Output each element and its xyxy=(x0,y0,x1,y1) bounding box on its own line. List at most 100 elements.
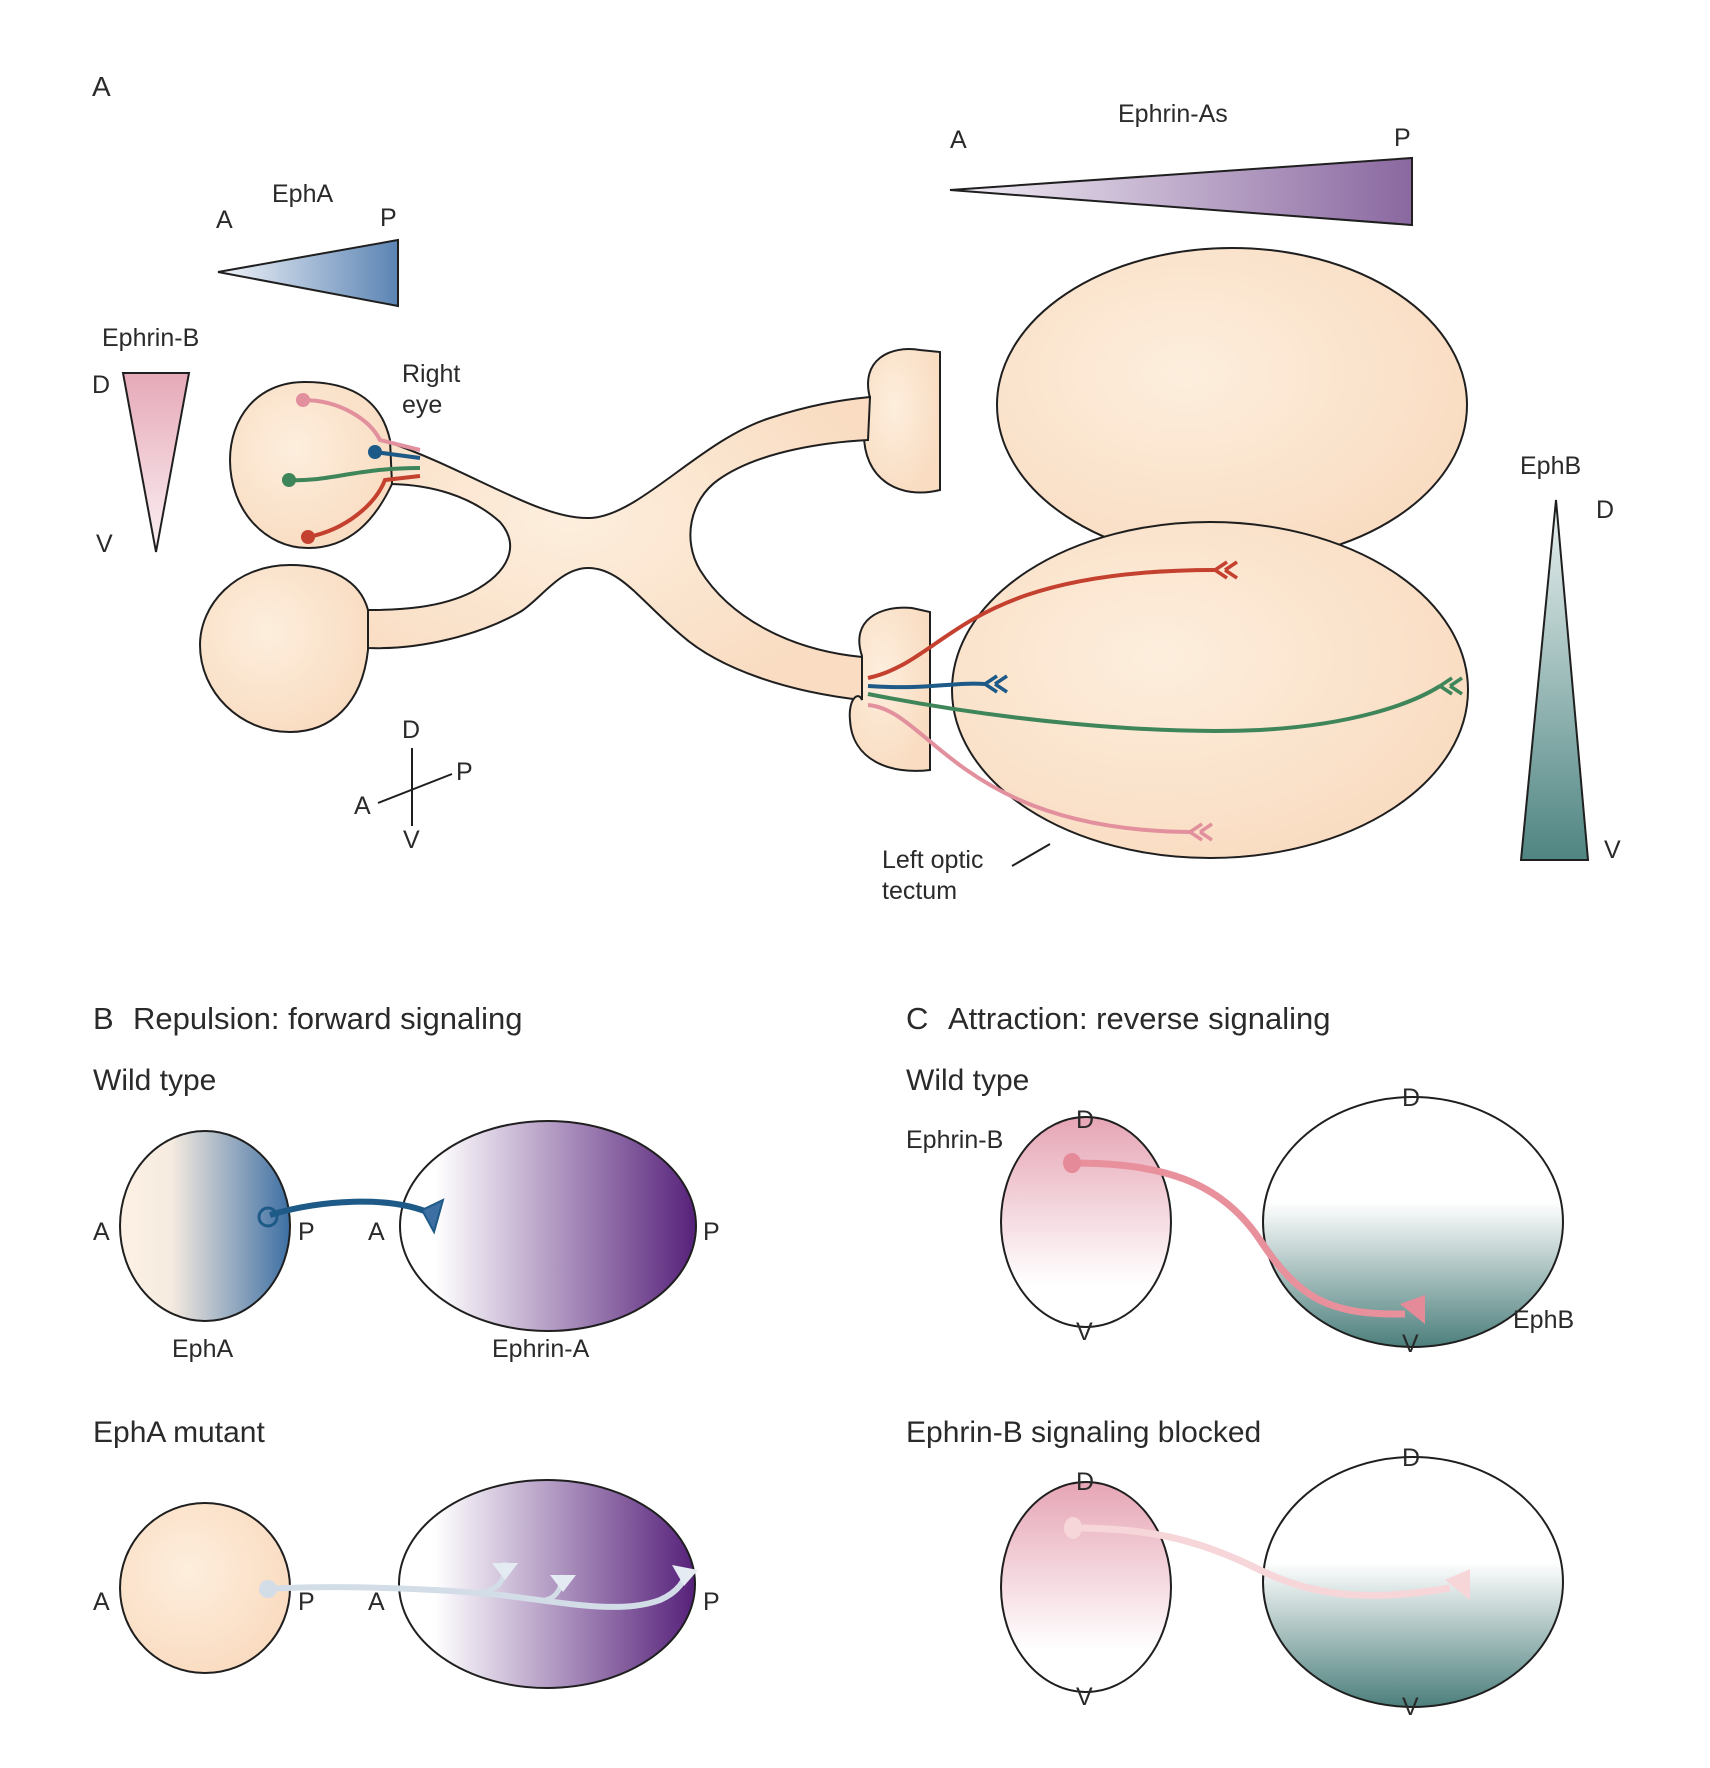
ephb-bottom: V xyxy=(1604,836,1621,864)
epha-gradient: EphA A P xyxy=(216,180,399,308)
c-bl-tectum-bottom: V xyxy=(1402,1693,1419,1721)
mutant-axon xyxy=(267,1569,689,1610)
optic-chiasm xyxy=(367,395,872,702)
epha-gradient-title: EphA xyxy=(272,180,333,208)
c-wt-tectum-top: D xyxy=(1402,1084,1420,1112)
c-wt-retina-bottom: V xyxy=(1076,1318,1093,1346)
c-bl-retina-bottom: V xyxy=(1076,1683,1093,1711)
c-wt-retina-caption: Ephrin-B xyxy=(906,1126,1003,1154)
ventral-axon-tectum xyxy=(867,568,1216,680)
ephrin-b-top: D xyxy=(92,371,110,399)
b-mut-retina-right: P xyxy=(298,1588,315,1616)
orientation-compass: D V A P xyxy=(354,716,473,854)
compass-d: D xyxy=(402,716,420,744)
right-eye-label-line2: eye xyxy=(402,391,442,419)
ephrin-as-title: Ephrin-As xyxy=(1118,100,1228,128)
ventral-axon-retina xyxy=(307,474,421,539)
right-optic-tectum xyxy=(996,247,1468,563)
left-eye xyxy=(198,563,369,734)
wildtype-reverse-axon xyxy=(1071,1159,1406,1318)
temporal-axon-retina xyxy=(288,466,421,483)
b-wt-tectum-left: A xyxy=(368,1218,385,1246)
ephb-top: D xyxy=(1596,496,1614,524)
c-wt-retina-top: D xyxy=(1076,1106,1094,1134)
wildtype-growth-cone-icon xyxy=(420,1198,445,1235)
panel-b-title: Repulsion: forward signaling xyxy=(133,1001,522,1036)
temporal-axon-terminal-icon xyxy=(1439,676,1463,696)
upper-tectum-bulb xyxy=(862,348,941,494)
c-bl-retina-top: D xyxy=(1076,1468,1094,1496)
epha-gradient-right: P xyxy=(380,204,397,232)
left-optic-tectum xyxy=(951,521,1469,859)
panel-b-mutant-label: EphA mutant xyxy=(93,1416,265,1449)
compass-p: P xyxy=(456,758,473,786)
temporal-axon-soma xyxy=(282,473,296,487)
dorsal-axon-retina xyxy=(302,398,421,452)
b-wt-retina-caption: EphA xyxy=(172,1335,233,1363)
panel-c-blocked-label: Ephrin-B signaling blocked xyxy=(906,1416,1261,1449)
wildtype-axon-soma xyxy=(257,1206,279,1228)
panel-c-wildtype: D V Ephrin-B D V EphB xyxy=(906,1084,1574,1358)
ephrin-as-left: A xyxy=(950,126,967,154)
nasal-axon-soma xyxy=(368,445,382,459)
wildtype-axon xyxy=(269,1198,434,1218)
nasal-axon-tectum xyxy=(867,681,986,690)
ephb-gradient: EphB D V xyxy=(1519,452,1621,864)
retina-ephrin-b xyxy=(1000,1116,1172,1328)
retina-epha xyxy=(119,1130,291,1322)
panel-b-wildtype-label: Wild type xyxy=(93,1064,216,1097)
panel-a-letter: A xyxy=(92,71,111,102)
panel-b-mutant: A P A P xyxy=(93,1479,720,1689)
retina-ephrin-b-blocked xyxy=(1000,1481,1172,1693)
b-wt-tectum-caption: Ephrin-A xyxy=(492,1335,590,1363)
c-bl-tectum-top: D xyxy=(1402,1444,1420,1472)
ephrin-b-gradient: Ephrin-B D V xyxy=(92,324,199,558)
tectum-ephrin-a xyxy=(399,1120,697,1332)
blocked-reverse-axon xyxy=(1072,1524,1451,1599)
nasal-axon-terminal-icon xyxy=(984,674,1008,694)
nasal-axon-retina xyxy=(374,450,421,460)
mutant-growth-cone-3-icon xyxy=(672,1565,698,1586)
b-wt-tectum-right: P xyxy=(703,1218,720,1246)
right-eye-label-line1: Right xyxy=(402,360,460,388)
mutant-growth-cone-1-icon xyxy=(492,1563,518,1580)
c-wt-tectum-bottom: V xyxy=(1402,1330,1419,1358)
ventral-axon-soma xyxy=(301,530,315,544)
panel-c-blocked: D V D V xyxy=(1000,1444,1564,1721)
compass-a: A xyxy=(354,792,371,820)
dorsal-axon-soma xyxy=(296,393,310,407)
compass-v: V xyxy=(403,826,420,854)
panel-b-letter: B xyxy=(93,1001,114,1036)
retinal-axons xyxy=(282,393,421,544)
tectum-label-line2: tectum xyxy=(882,877,957,905)
blocked-growth-cone-icon xyxy=(1445,1569,1470,1600)
b-wt-retina-left: A xyxy=(93,1218,110,1246)
dorsal-axon-terminal-icon xyxy=(1189,822,1213,842)
c-wt-tectum-caption: EphB xyxy=(1513,1306,1574,1334)
ephb-title: EphB xyxy=(1520,452,1581,480)
mutant-axon-soma xyxy=(259,1580,277,1598)
temporal-axon-tectum xyxy=(867,684,1442,733)
b-wt-retina-right: P xyxy=(298,1218,315,1246)
panel-b-wildtype: A P A P EphA Ephrin-A xyxy=(93,1120,720,1363)
wildtype-reverse-growth-cone-icon xyxy=(1400,1295,1425,1324)
b-mut-tectum-right: P xyxy=(703,1588,720,1616)
b-mut-tectum-left: A xyxy=(368,1588,385,1616)
epha-gradient-left: A xyxy=(216,206,233,234)
ephrin-b-bottom: V xyxy=(96,530,113,558)
tectum-ephrin-a-mutant xyxy=(398,1479,696,1689)
blocked-reverse-soma xyxy=(1064,1517,1082,1539)
ventral-axon-terminal-icon xyxy=(1214,560,1238,580)
visual-system: Right eye Left optic tectum xyxy=(198,247,1469,905)
mutant-growth-cone-2-icon xyxy=(550,1575,576,1592)
panel-c-letter: C xyxy=(906,1001,928,1036)
tectum-ephb xyxy=(1262,1096,1564,1348)
tectum-ephb-blocked xyxy=(1262,1456,1564,1708)
ephrin-as-right: P xyxy=(1394,124,1411,152)
lower-tectum-bulb xyxy=(848,606,931,772)
ephrin-b-title: Ephrin-B xyxy=(102,324,199,352)
dorsal-axon-tectum xyxy=(867,703,1191,834)
b-mut-retina-left: A xyxy=(93,1588,110,1616)
right-eye xyxy=(228,380,394,550)
